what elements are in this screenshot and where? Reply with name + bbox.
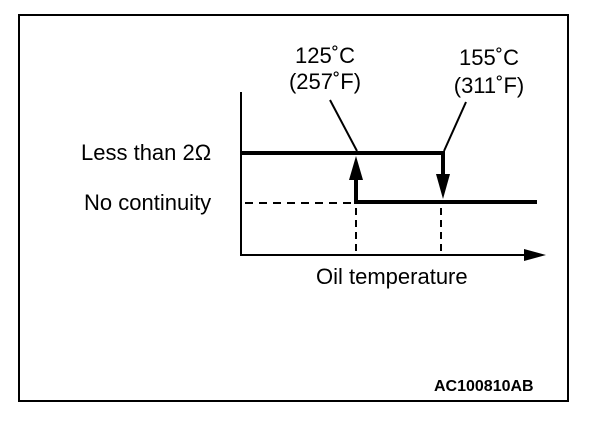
low-level-line — [354, 178, 537, 204]
high-level-line — [241, 151, 445, 175]
x-axis-label: Oil temperature — [316, 264, 468, 289]
transition-label-125c-fahrenheit: (257˚F) — [288, 69, 362, 94]
transition-label-125c-celsius: 125˚C — [295, 43, 355, 68]
transition-label-155c-celsius: 155˚C — [459, 45, 519, 70]
state-label-high: Less than 2Ω — [81, 140, 212, 165]
figure-frame — [18, 14, 569, 402]
transition-label-155c-fahrenheit: (311˚F) — [453, 73, 525, 98]
figure-code: AC100810AB — [434, 378, 534, 395]
up-arrow — [349, 156, 363, 180]
leader-line-155c — [443, 101, 467, 152]
leader-line-125c — [329, 99, 358, 152]
x-axis-arrowhead — [524, 249, 546, 261]
down-arrow — [436, 174, 450, 199]
state-label-low: No continuity — [84, 190, 212, 215]
